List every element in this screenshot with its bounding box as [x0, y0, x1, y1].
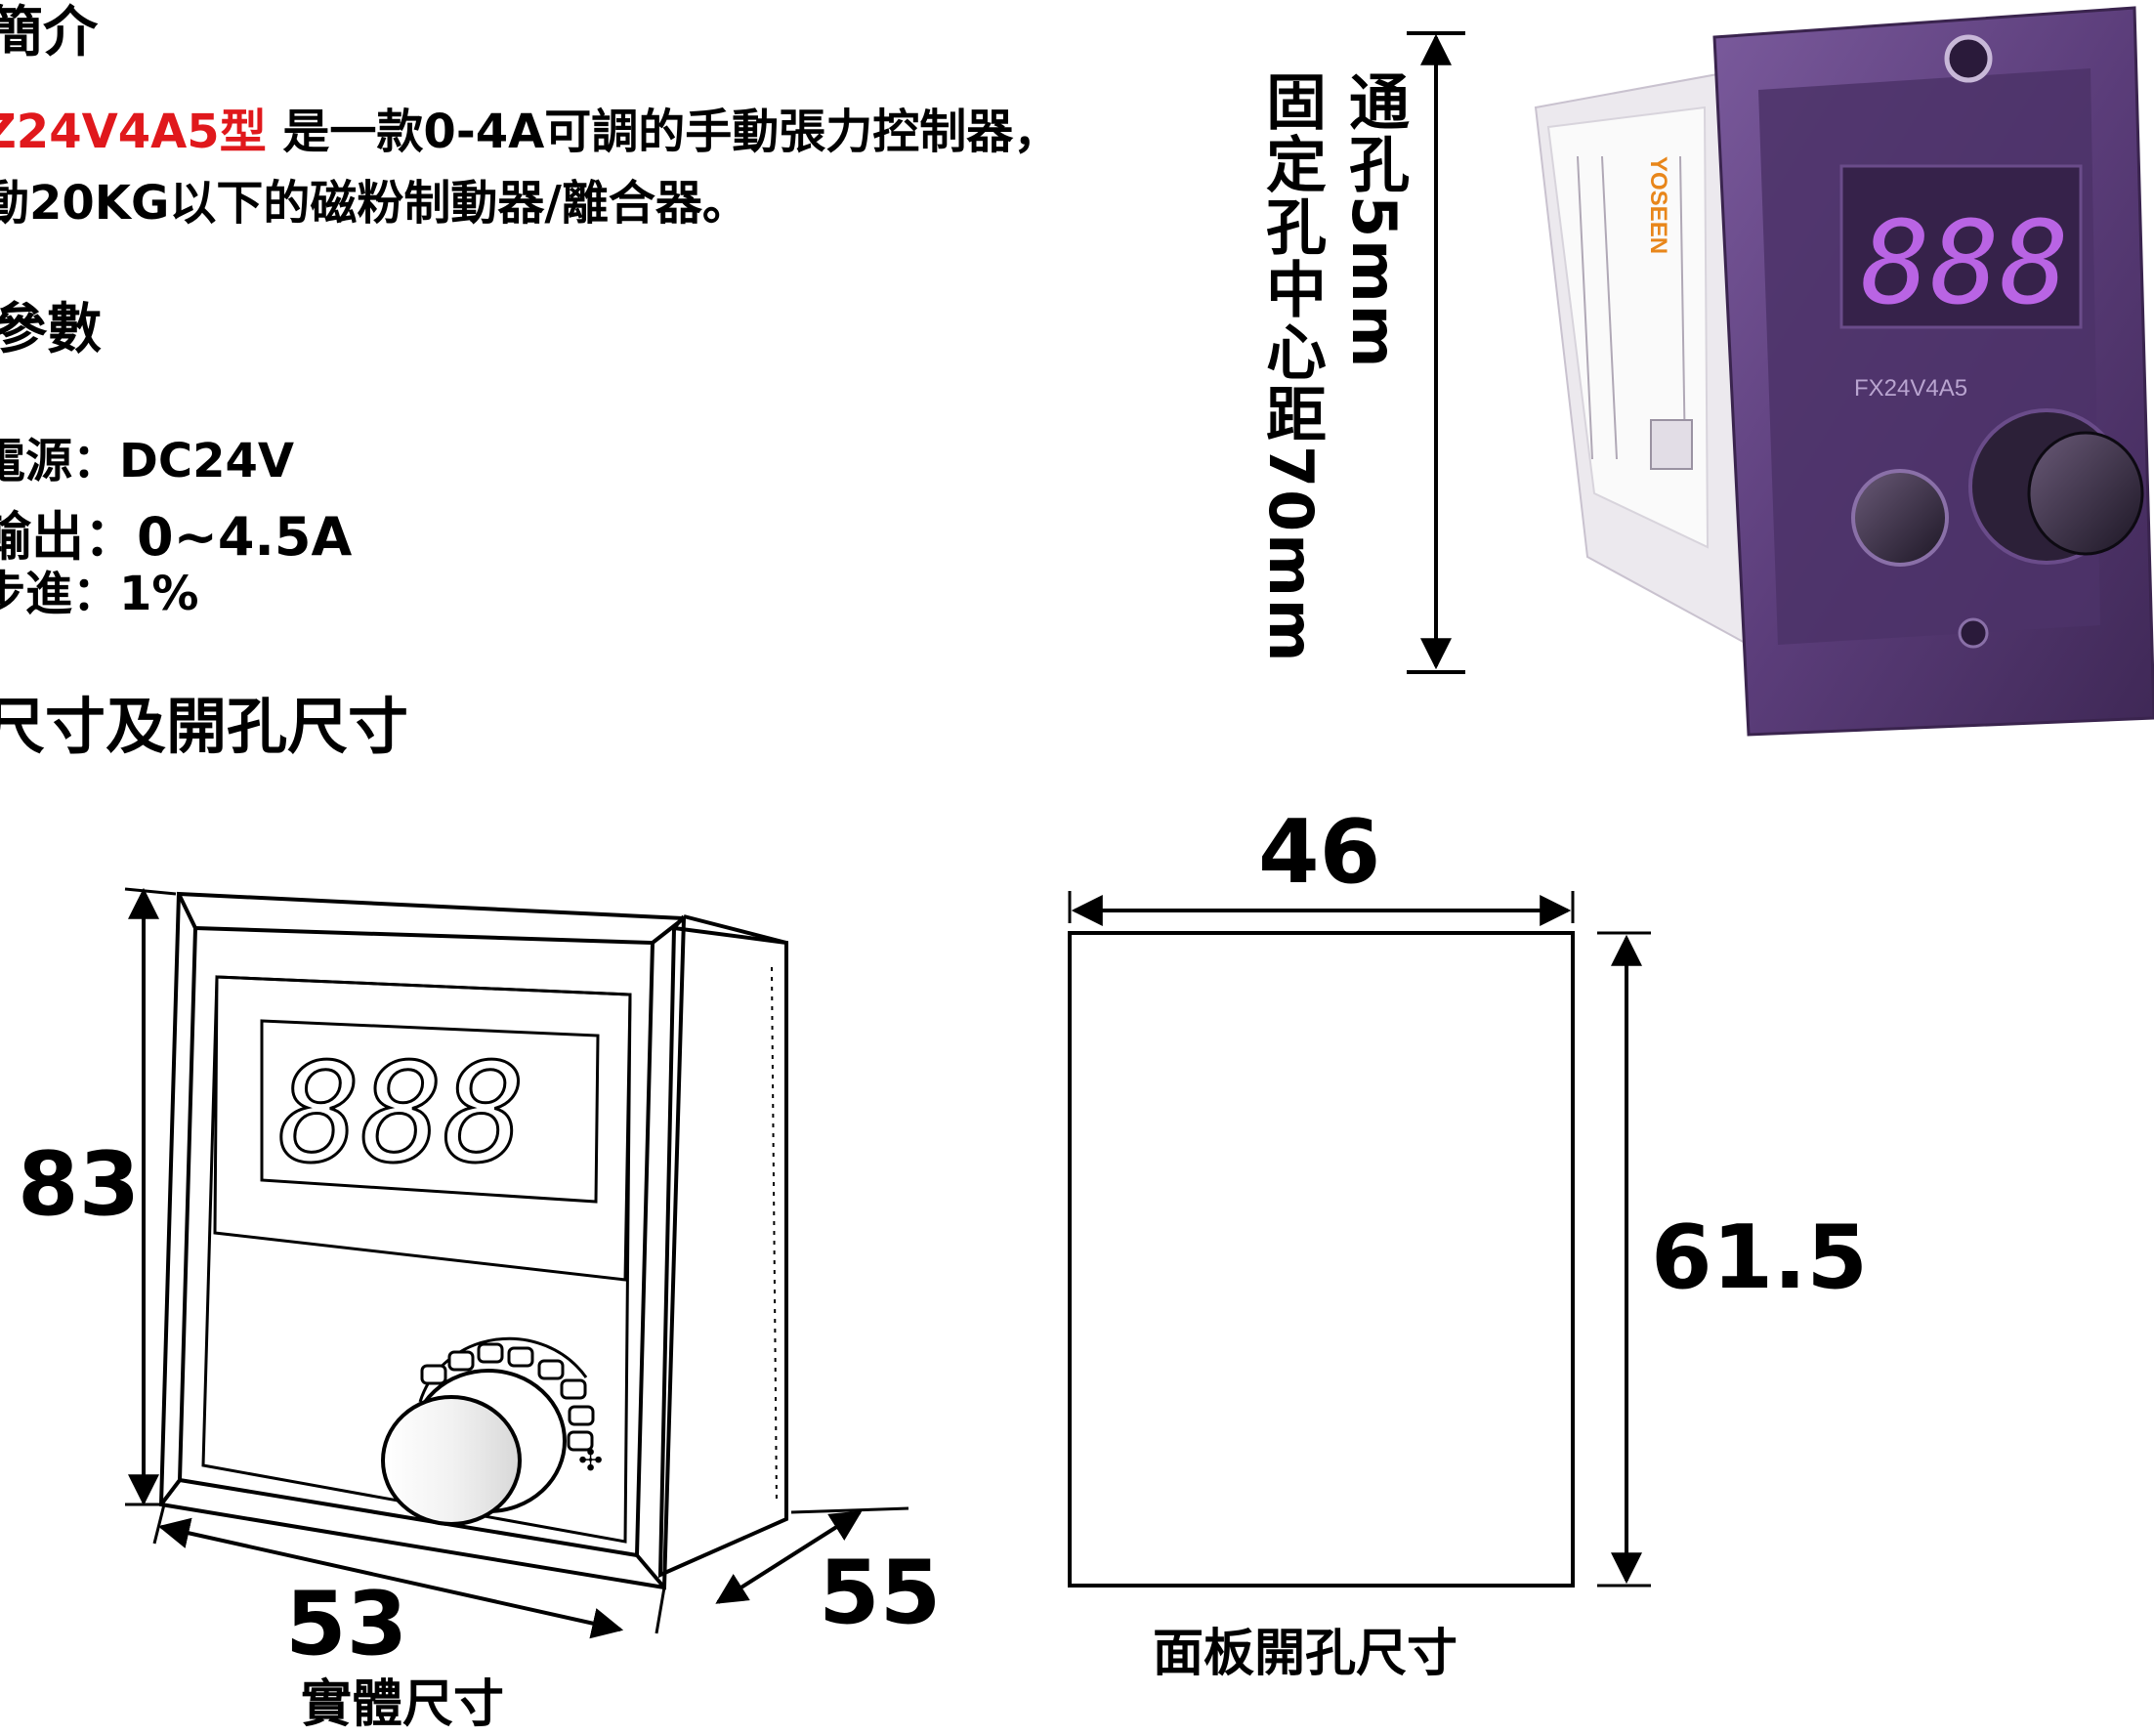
device-height-value: 83 — [18, 1133, 141, 1236]
device-display-window — [213, 975, 632, 1282]
param-output: 輸出：0~4.5A — [0, 493, 352, 571]
intro-heading: 簡介 — [0, 1, 98, 64]
hole-distance-arrow — [1407, 31, 1465, 674]
knob-scale-marks — [420, 1342, 595, 1452]
plus-icon: ✣ — [578, 1444, 603, 1478]
cutout-width-value: 46 — [1258, 801, 1381, 904]
top-mount-hole — [1944, 34, 1993, 83]
device-knob: ✣ — [381, 1336, 603, 1526]
device-display — [260, 1019, 600, 1204]
cutout-height-value: 61.5 — [1651, 1207, 1869, 1309]
dims-heading: 尺寸及開孔尺寸 — [0, 691, 409, 762]
model-name: Z24V4A5型 — [0, 105, 267, 159]
center-distance-label: 固定孔中心距70mm — [1255, 70, 1327, 664]
product-photo: YOSEEN 888 FX24V4A5 — [1534, 6, 2154, 737]
params-heading: 參數 — [0, 298, 102, 361]
cutout-caption: 面板開孔尺寸 — [1153, 1625, 1458, 1683]
cutout-rect — [1068, 931, 1575, 1588]
param-value: 1% — [119, 567, 199, 621]
photo-small-knob — [1851, 469, 1949, 567]
photo-display-digits: 888 — [1861, 195, 2069, 330]
device-display-digits: 888 — [278, 1035, 526, 1194]
device-caption: 實體尺寸 — [301, 1675, 505, 1734]
intro-line-1: Z24V4A5型 是一款0-4A可調的手動張力控制器， — [0, 93, 1060, 161]
device-dimension-arrows — [124, 887, 909, 1639]
param-label: 步進： — [0, 567, 120, 621]
bottom-mount-hole — [1958, 617, 1989, 649]
intro-line-2: 動20KG以下的磁粉制動器/離合器。 — [0, 176, 749, 231]
photo-model-text: FX24V4A5 — [1854, 375, 1967, 402]
width-arrow — [157, 1517, 624, 1639]
param-value: 0~4.5A — [137, 506, 353, 568]
param-power: 電源：DC24V — [0, 422, 294, 490]
intro-line-1-rest: 是一款0-4A可調的手動張力控制器， — [266, 105, 1061, 159]
label-lines — [1577, 155, 1693, 470]
param-step: 步進：1% — [0, 555, 199, 623]
cutout-drawing — [1068, 891, 1651, 1588]
param-label: 輸出： — [0, 506, 137, 568]
depth-arrow — [715, 1510, 863, 1604]
param-value: DC24V — [119, 434, 295, 488]
photo-display — [1839, 164, 2083, 329]
hole-label: 通孔5mm — [1338, 70, 1410, 370]
brand-text: YOSEEN — [1645, 156, 1671, 254]
photo-main-knob — [2027, 431, 2144, 556]
param-label: 電源： — [0, 434, 120, 488]
